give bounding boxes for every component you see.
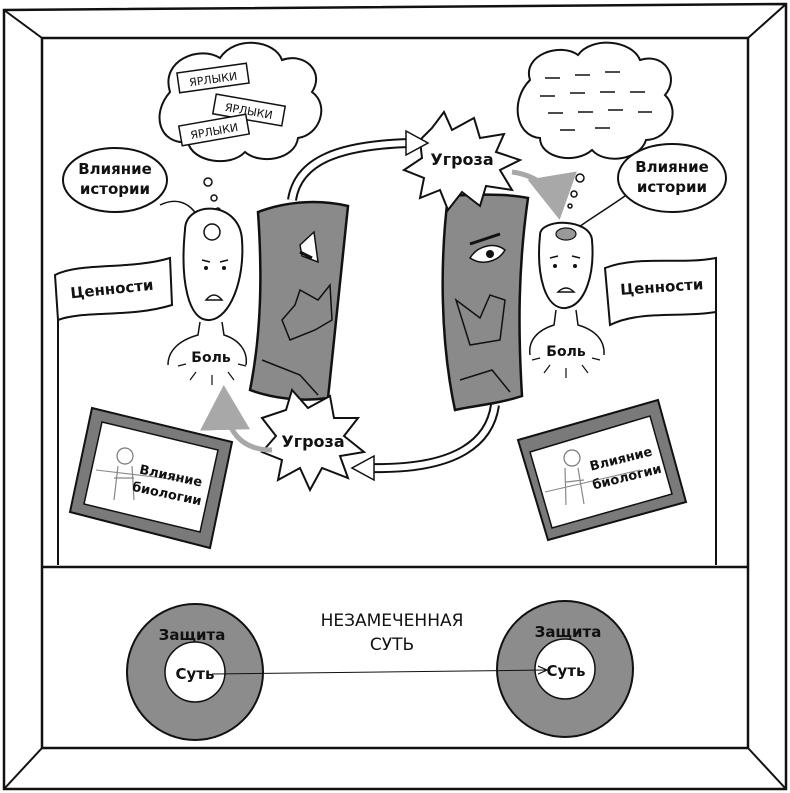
left-biology-card: Влияние биологии [68, 406, 234, 550]
right-biology-card: Влияние биологии [516, 398, 688, 542]
right-person: Боль [529, 221, 605, 378]
bottom-section: НЕЗАМЕЧЕННАЯ СУТЬ Защита Суть Защита Сут… [126, 600, 634, 741]
bottom-title-line2: СУТЬ [370, 635, 414, 655]
right-shield [441, 193, 530, 412]
svg-text:Влияние: Влияние [78, 160, 152, 178]
essence-connector [211, 670, 546, 674]
right-values-flag: Ценности [603, 256, 717, 565]
label-tag-3: ЯРЛЫКИ [177, 113, 251, 147]
svg-text:Боль: Боль [546, 344, 586, 360]
svg-text:истории: истории [637, 178, 707, 196]
svg-text:Суть: Суть [176, 665, 215, 683]
left-history-bubble: Влияние истории [62, 147, 168, 213]
left-shield [248, 200, 350, 401]
bottom-title-line1: НЕЗАМЕЧЕННАЯ [321, 611, 464, 631]
cycle-arrows [200, 129, 577, 482]
svg-text:Защита: Защита [159, 626, 226, 644]
left-values-flag: Ценности [53, 256, 174, 565]
left-defense-ring: Защита Суть [126, 603, 264, 741]
svg-text:Боль: Боль [191, 350, 231, 366]
left-threat-burst: Угроза [260, 387, 367, 493]
left-person: Боль [167, 207, 248, 385]
right-history-bubble: Влияние истории [617, 143, 727, 213]
right-threat-burst: Угроза [401, 110, 523, 212]
svg-text:Защита: Защита [535, 623, 602, 641]
svg-text:Ценности: Ценности [620, 275, 704, 299]
svg-text:истории: истории [80, 180, 150, 198]
svg-text:Влияние: Влияние [635, 158, 709, 176]
label-tag-1: ЯРЛЫКИ [176, 62, 250, 94]
svg-text:Угроза: Угроза [430, 150, 493, 169]
svg-text:Угроза: Угроза [281, 432, 344, 451]
right-defense-ring: Защита Суть [496, 600, 634, 738]
svg-text:Суть: Суть [547, 662, 586, 680]
